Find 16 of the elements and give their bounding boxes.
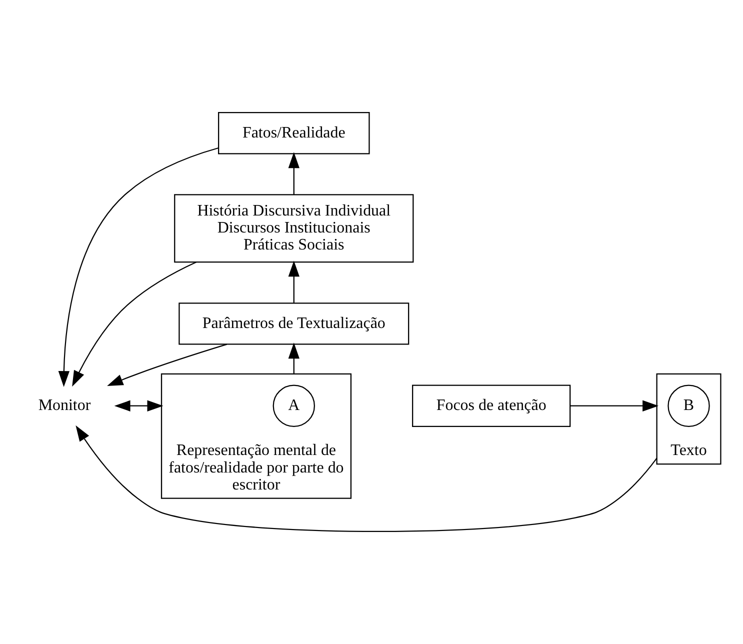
node-circle: B [668, 384, 710, 427]
arrow [288, 342, 300, 374]
node-box: Focos de atenção [412, 384, 571, 427]
node-box: Parâmetros de Textualização [178, 302, 410, 345]
arrow [58, 147, 218, 388]
arrow [76, 425, 658, 532]
arrow [288, 260, 300, 303]
node-box: História Discursiva Individual Discursos Institucionais Práticas Sociais [174, 194, 414, 263]
arrow [570, 400, 659, 412]
arrow [107, 344, 228, 386]
arrow [288, 152, 300, 195]
arrow [72, 262, 196, 387]
node-box: Fatos/Realidade [218, 112, 370, 154]
node-circle: A [272, 384, 315, 427]
node-text: Monitor [38, 397, 91, 414]
arrow [114, 400, 164, 412]
